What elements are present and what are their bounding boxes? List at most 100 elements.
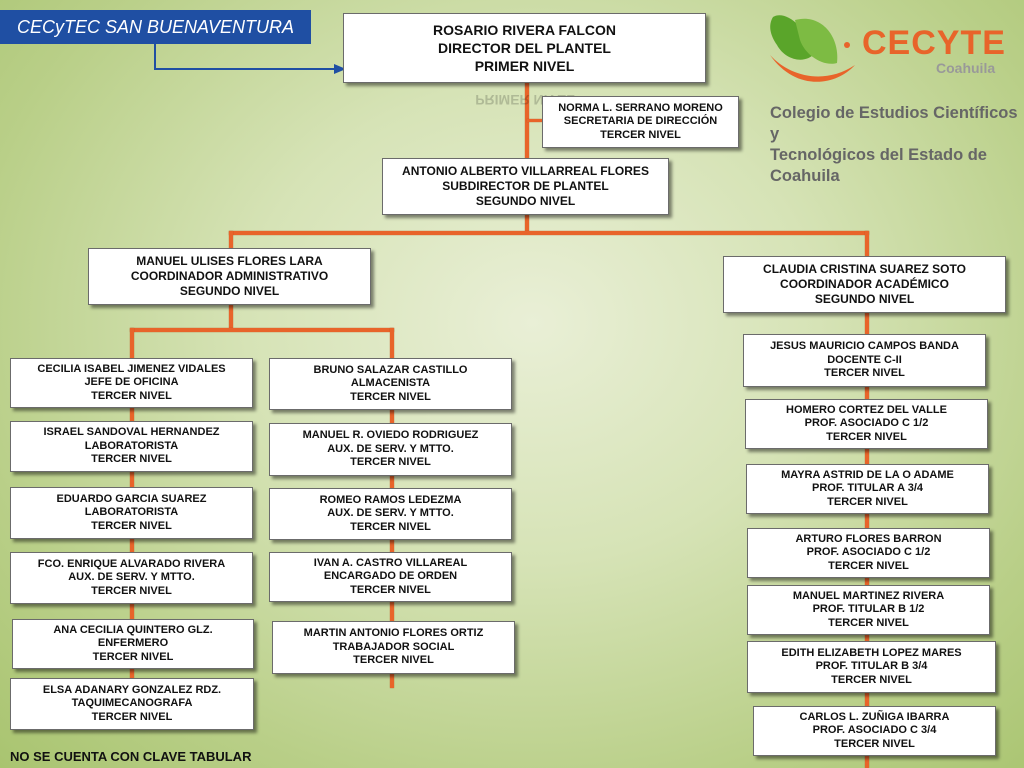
staff-role: LABORATORISTA xyxy=(84,506,179,519)
teacher-name: MANUEL MARTINEZ RIVERA xyxy=(792,589,945,602)
logo-name-line2: Tecnológicos del Estado de Coahuila xyxy=(770,146,987,185)
connector xyxy=(229,231,233,250)
teacher-level: TERCER NIVEL xyxy=(834,737,915,750)
staff-level: TERCER NIVEL xyxy=(92,650,174,663)
staff-role: ENCARGADO DE ORDEN xyxy=(323,570,458,583)
logo-name-line1: Colegio de Estudios Científicos y xyxy=(770,104,1018,143)
staff-box: IVAN A. CASTRO VILLAREAL ENCARGADO DE OR… xyxy=(269,552,512,602)
staff-role: ENFERMERO xyxy=(97,637,169,650)
teacher-box: MANUEL MARTINEZ RIVERA PROF. TITULAR B 1… xyxy=(747,585,990,635)
admin-coordinator-name: MANUEL ULISES FLORES LARA xyxy=(136,254,323,268)
teacher-level: TERCER NIVEL xyxy=(826,430,907,443)
staff-name: FCO. ENRIQUE ALVARADO RIVERA xyxy=(37,557,226,570)
logo-institution-name: Colegio de Estudios Científicos y Tecnol… xyxy=(770,103,1020,187)
teacher-box: EDITH ELIZABETH LOPEZ MARES PROF. TITULA… xyxy=(747,641,996,693)
staff-box: MANUEL R. OVIEDO RODRIGUEZ AUX. DE SERV.… xyxy=(269,423,512,476)
staff-box: EDUARDO GARCIA SUAREZ LABORATORISTA TERC… xyxy=(10,487,253,539)
director-role: DIRECTOR DEL PLANTEL xyxy=(438,40,611,56)
footer-note: NO SE CUENTA CON CLAVE TABULAR xyxy=(10,749,252,764)
director-level: PRIMER NIVEL xyxy=(474,58,575,74)
academic-coordinator-role: COORDINADOR ACADÉMICO xyxy=(780,277,949,291)
academic-coordinator-level: SEGUNDO NIVEL xyxy=(814,292,915,306)
subdirector-level: SEGUNDO NIVEL xyxy=(475,194,576,208)
teacher-box: ARTURO FLORES BARRON PROF. ASOCIADO C 1/… xyxy=(747,528,990,578)
teacher-level: TERCER NIVEL xyxy=(827,495,908,508)
staff-name: BRUNO SALAZAR CASTILLO xyxy=(313,363,468,376)
staff-box: CECILIA ISABEL JIMENEZ VIDALES JEFE DE O… xyxy=(10,358,253,408)
teacher-box: JESUS MAURICIO CAMPOS BANDA DOCENTE C-II… xyxy=(743,334,986,387)
teacher-role: PROF. ASOCIADO C 1/2 xyxy=(806,546,931,559)
logo-region: Coahuila xyxy=(936,60,996,76)
teacher-role: PROF. TITULAR A 3/4 xyxy=(811,482,924,495)
cecyte-logo xyxy=(770,15,855,82)
subdirector-role: SUBDIRECTOR DE PLANTEL xyxy=(442,179,609,193)
staff-role: AUX. DE SERV. Y MTTO. xyxy=(68,571,195,584)
staff-name: ANA CECILIA QUINTERO GLZ. xyxy=(53,623,213,636)
staff-level: TERCER NIVEL xyxy=(350,456,431,469)
teacher-level: TERCER NIVEL xyxy=(824,367,905,380)
connector xyxy=(229,305,233,331)
staff-box: BRUNO SALAZAR CASTILLO ALMACENISTA TERCE… xyxy=(269,358,512,410)
staff-box: ROMEO RAMOS LEDEZMA AUX. DE SERV. Y MTTO… xyxy=(269,488,512,540)
director-box: ROSARIO RIVERA FALCON DIRECTOR DEL PLANT… xyxy=(343,13,706,83)
secretary-name: NORMA L. SERRANO MORENO xyxy=(558,101,723,114)
teacher-box: CARLOS L. ZUÑIGA IBARRA PROF. ASOCIADO C… xyxy=(753,706,996,756)
teacher-role: DOCENTE C-II xyxy=(827,353,902,366)
staff-name: MANUEL R. OVIEDO RODRIGUEZ xyxy=(302,429,479,442)
secretary-box: NORMA L. SERRANO MORENO SECRETARIA DE DI… xyxy=(542,96,739,148)
connector xyxy=(229,231,869,235)
logo-brand: CECYTE xyxy=(862,24,1006,62)
staff-level: TERCER NIVEL xyxy=(91,389,172,402)
campus-title: CECyTEC SAN BUENAVENTURA xyxy=(0,10,311,44)
staff-box: ISRAEL SANDOVAL HERNANDEZ LABORATORISTA … xyxy=(10,421,253,472)
staff-role: AUX. DE SERV. Y MTTO. xyxy=(327,507,454,520)
teacher-box: MAYRA ASTRID DE LA O ADAME PROF. TITULAR… xyxy=(746,464,989,514)
teacher-name: MAYRA ASTRID DE LA O ADAME xyxy=(781,468,954,481)
academic-coordinator-name: CLAUDIA CRISTINA SUAREZ SOTO xyxy=(763,262,966,276)
staff-level: TERCER NIVEL xyxy=(91,710,173,723)
staff-level: TERCER NIVEL xyxy=(350,583,431,596)
staff-box: ELSA ADANARY GONZALEZ RDZ. TAQUIMECANOGR… xyxy=(10,678,254,730)
teacher-box: HOMERO CORTEZ DEL VALLE PROF. ASOCIADO C… xyxy=(745,399,988,449)
staff-level: TERCER NIVEL xyxy=(91,453,172,466)
teacher-role: PROF. ASOCIADO C 3/4 xyxy=(812,724,937,737)
teacher-role: PROF. TITULAR B 1/2 xyxy=(812,603,925,616)
teacher-name: HOMERO CORTEZ DEL VALLE xyxy=(786,403,947,416)
staff-role: TAQUIMECANOGRAFA xyxy=(71,697,193,710)
staff-role: TRABAJADOR SOCIAL xyxy=(332,640,455,653)
staff-level: TERCER NIVEL xyxy=(350,390,431,403)
teacher-name: EDITH ELIZABETH LOPEZ MARES xyxy=(781,646,962,659)
admin-coordinator-box: MANUEL ULISES FLORES LARA COORDINADOR AD… xyxy=(88,248,371,305)
staff-level: TERCER NIVEL xyxy=(350,520,431,533)
staff-name: IVAN A. CASTRO VILLAREAL xyxy=(313,556,468,569)
staff-name: ELSA ADANARY GONZALEZ RDZ. xyxy=(42,683,222,696)
staff-name: ROMEO RAMOS LEDEZMA xyxy=(319,493,462,506)
secretary-level: TERCER NIVEL xyxy=(600,128,681,141)
connector xyxy=(130,328,394,332)
teacher-role: PROF. TITULAR B 3/4 xyxy=(815,660,928,673)
connector xyxy=(527,119,542,122)
staff-role: AUX. DE SERV. Y MTTO. xyxy=(327,442,454,455)
academic-coordinator-box: CLAUDIA CRISTINA SUAREZ SOTO COORDINADOR… xyxy=(723,256,1006,313)
connector xyxy=(525,215,529,233)
admin-coordinator-level: SEGUNDO NIVEL xyxy=(179,284,280,298)
teacher-level: TERCER NIVEL xyxy=(828,616,909,629)
teacher-role: PROF. ASOCIADO C 1/2 xyxy=(804,417,929,430)
teacher-name: CARLOS L. ZUÑIGA IBARRA xyxy=(799,710,950,723)
staff-role: ALMACENISTA xyxy=(350,377,431,390)
teacher-level: TERCER NIVEL xyxy=(831,673,912,686)
subdirector-box: ANTONIO ALBERTO VILLARREAL FLORES SUBDIR… xyxy=(382,158,669,215)
staff-level: TERCER NIVEL xyxy=(91,584,172,597)
connector xyxy=(865,231,869,256)
staff-box: MARTIN ANTONIO FLORES ORTIZ TRABAJADOR S… xyxy=(272,621,515,674)
teacher-name: ARTURO FLORES BARRON xyxy=(795,532,942,545)
staff-name: MARTIN ANTONIO FLORES ORTIZ xyxy=(303,627,484,640)
secretary-role: SECRETARIA DE DIRECCIÓN xyxy=(563,115,718,128)
staff-name: EDUARDO GARCIA SUAREZ xyxy=(56,492,207,505)
director-name: ROSARIO RIVERA FALCON xyxy=(432,22,617,38)
admin-coordinator-role: COORDINADOR ADMINISTRATIVO xyxy=(130,269,329,283)
subdirector-name: ANTONIO ALBERTO VILLARREAL FLORES xyxy=(402,164,649,178)
staff-name: CECILIA ISABEL JIMENEZ VIDALES xyxy=(37,362,226,375)
arrow-icon xyxy=(154,42,346,74)
staff-role: JEFE DE OFICINA xyxy=(84,376,179,389)
